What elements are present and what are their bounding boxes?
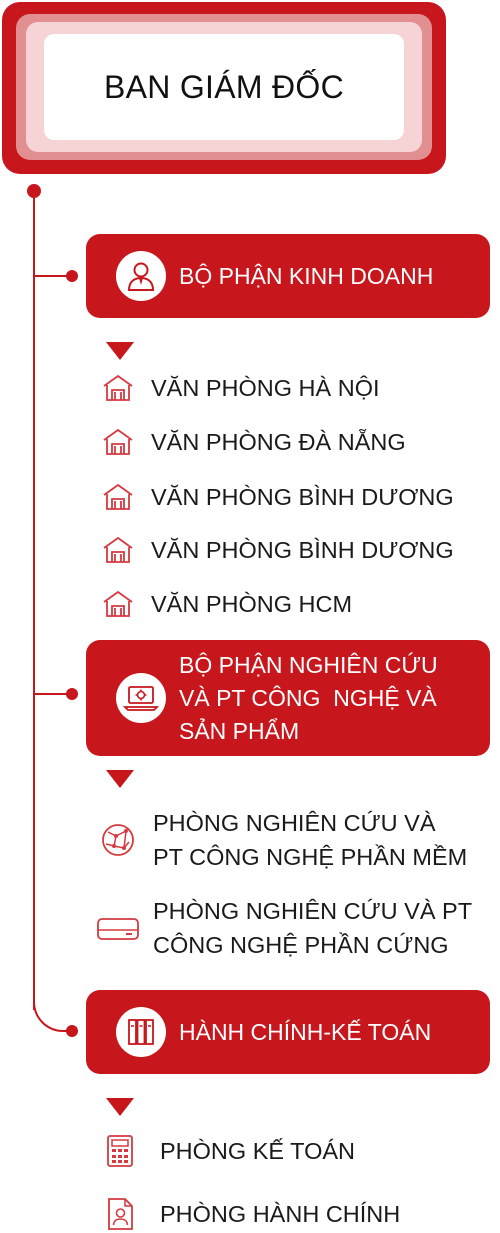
list-item: VĂN PHÒNG BÌNH DƯƠNG <box>100 479 454 515</box>
branch-dot-admin <box>66 1025 78 1037</box>
item-label: VĂN PHÒNG BÌNH DƯƠNG <box>151 536 454 563</box>
list-item: VĂN PHÒNG BÌNH DƯƠNG <box>100 532 454 568</box>
item-label: PHÒNG NGHIÊN CỨU VÀ PT CÔNG NGHỆ PHẦN CỨ… <box>153 894 472 962</box>
item-label-line: PHÒNG NGHIÊN CỨU VÀ <box>153 810 436 836</box>
office-building-icon <box>100 370 136 406</box>
branch-line-rnd <box>33 693 75 695</box>
office-building-icon <box>100 586 136 622</box>
list-item: VĂN PHÒNG ĐÀ NẴNG <box>100 424 406 460</box>
dept-rnd-label: BỘ PHẬN NGHIÊN CỨU VÀ PT CÔNG NGHỆ VÀ SẢ… <box>179 649 438 748</box>
dept-rnd: BỘ PHẬN NGHIÊN CỨU VÀ PT CÔNG NGHỆ VÀ SẢ… <box>86 640 490 756</box>
branch-line-sales <box>33 275 75 277</box>
item-label: VĂN PHÒNG HCM <box>151 590 353 617</box>
list-item: PHÒNG NGHIÊN CỨU VÀ PT CÔNG NGHỆ PHẦN CỨ… <box>96 894 472 962</box>
item-label: PHÒNG HÀNH CHÍNH <box>160 1200 401 1227</box>
dept-sales: BỘ PHẬN KINH DOANH <box>86 234 490 318</box>
item-label: PHÒNG KẾ TOÁN <box>160 1137 356 1164</box>
laptop-gear-icon <box>116 673 166 723</box>
dept-sales-label: BỘ PHẬN KINH DOANH <box>179 262 434 289</box>
hardware-device-icon <box>96 910 140 946</box>
list-item: PHÒNG HÀNH CHÍNH <box>102 1196 400 1232</box>
item-label: VĂN PHÒNG ĐÀ NẴNG <box>151 428 406 455</box>
calculator-icon <box>102 1133 138 1169</box>
dept-rnd-label-line: BỘ PHẬN NGHIÊN CỨU <box>179 651 438 678</box>
item-label: VĂN PHÒNG HÀ NỘI <box>151 374 380 401</box>
dept-admin-accounting: HÀNH CHÍNH-KẾ TOÁN <box>86 990 490 1074</box>
list-item: PHÒNG NGHIÊN CỨU VÀ PT CÔNG NGHỆ PHẦN MỀ… <box>100 806 467 874</box>
binders-icon <box>116 1007 166 1057</box>
item-label-line: CÔNG NGHỆ PHẦN CỨNG <box>153 932 449 958</box>
list-item: PHÒNG KẾ TOÁN <box>102 1133 355 1169</box>
dept-admin-accounting-label: HÀNH CHÍNH-KẾ TOÁN <box>179 1018 432 1045</box>
item-label-line: PT CÔNG NGHỆ PHẦN MỀM <box>153 844 468 870</box>
arrow-down-sales <box>106 342 134 360</box>
arrow-down-admin <box>106 1098 134 1116</box>
item-label: PHÒNG NGHIÊN CỨU VÀ PT CÔNG NGHỆ PHẦN MỀ… <box>153 806 467 874</box>
tree-trunk-line <box>33 190 35 1010</box>
office-building-icon <box>100 424 136 460</box>
office-building-icon <box>100 532 136 568</box>
list-item: VĂN PHÒNG HCM <box>100 586 352 622</box>
board-of-directors-title: BAN GIÁM ĐỐC <box>44 34 404 140</box>
dept-rnd-label-line: VÀ PT CÔNG NGHỆ VÀ <box>179 684 437 711</box>
office-building-icon <box>100 479 136 515</box>
list-item: VĂN PHÒNG HÀ NỘI <box>100 370 380 406</box>
branch-dot-rnd <box>66 688 78 700</box>
dept-rnd-label-line: SẢN PHẨM <box>179 717 300 744</box>
document-person-icon <box>102 1196 138 1232</box>
business-person-icon <box>116 251 166 301</box>
network-globe-icon <box>100 822 136 858</box>
arrow-down-rnd <box>106 770 134 788</box>
item-label-line: PHÒNG NGHIÊN CỨU VÀ PT <box>153 898 473 924</box>
branch-dot-sales <box>66 270 78 282</box>
item-label: VĂN PHÒNG BÌNH DƯƠNG <box>151 483 454 510</box>
